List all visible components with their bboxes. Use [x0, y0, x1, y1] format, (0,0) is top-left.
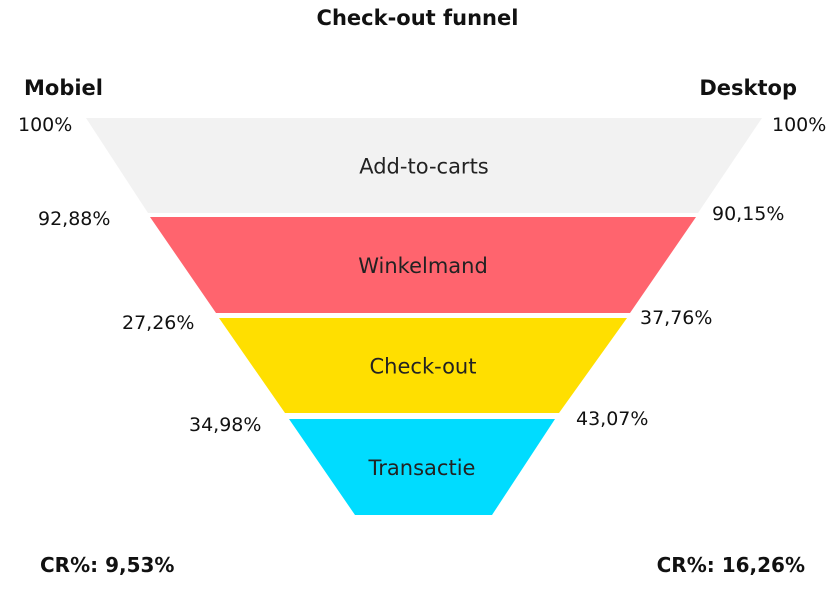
desktop-pct-winkelmand: 90,15%	[712, 203, 785, 225]
chart-title: Check-out funnel	[316, 6, 519, 30]
mobile-pct-winkelmand: 92,88%	[38, 208, 111, 230]
funnel-stage-label-check-out: Check-out	[370, 355, 477, 379]
mobile-label: Mobiel	[24, 76, 103, 100]
funnel-stage-label-transactie: Transactie	[368, 456, 476, 480]
desktop-label: Desktop	[699, 76, 797, 100]
funnel-stage-label-add-to-carts: Add-to-carts	[359, 155, 489, 179]
desktop-pct-add-to-carts: 100%	[772, 114, 827, 136]
funnel-stage-add-to-carts	[86, 118, 762, 213]
mobile-conversion-rate: CR%: 9,53%	[40, 553, 175, 577]
funnel-stage-label-winkelmand: Winkelmand	[358, 254, 488, 278]
mobile-pct-add-to-carts: 100%	[18, 114, 73, 136]
desktop-conversion-rate: CR%: 16,26%	[656, 553, 805, 577]
mobile-pct-transactie: 34,98%	[189, 414, 262, 436]
desktop-pct-check-out: 37,76%	[640, 307, 713, 329]
funnel-stage-transactie	[289, 419, 555, 515]
funnel-stage-check-out	[219, 318, 627, 413]
desktop-pct-transactie: 43,07%	[576, 408, 649, 430]
mobile-pct-check-out: 27,26%	[122, 312, 195, 334]
funnel-stage-winkelmand	[150, 217, 696, 313]
